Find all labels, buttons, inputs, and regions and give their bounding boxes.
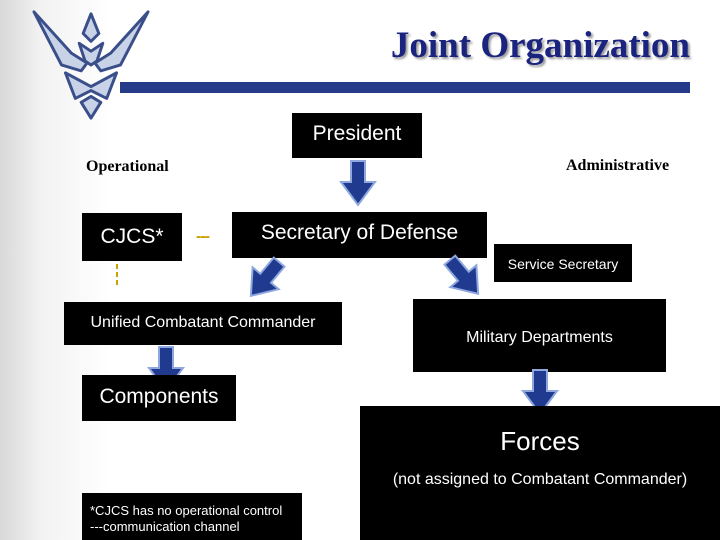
secretary-of-defense-box: Secretary of Defense (232, 212, 487, 258)
communication-channel-link: --- (196, 228, 210, 245)
communication-channel-vertical (116, 264, 118, 286)
forces-note: (not assigned to Combatant Commander) (392, 471, 688, 488)
arrow-down-icon (249, 256, 286, 298)
cjcs-box: CJCS* (82, 213, 182, 261)
forces-box: Forces (not assigned to Combatant Comman… (360, 406, 720, 540)
operational-label: Operational (86, 158, 169, 175)
footnote-line-1: *CJCS has no operational control (90, 503, 283, 518)
service-secretary-box: Service Secretary (494, 244, 632, 282)
footnote-box: *CJCS has no operational control ---comm… (82, 493, 302, 540)
unified-combatant-commander-box: Unified Combatant Commander (64, 302, 342, 345)
president-box: President (292, 113, 422, 158)
footnote-line-2: ---communication channel (90, 519, 240, 534)
page-title: Joint Organization (390, 25, 690, 66)
arrow-down-icon (521, 369, 559, 416)
title-underline (120, 82, 690, 93)
forces-title: Forces (500, 426, 580, 456)
administrative-label: Administrative (566, 157, 670, 174)
arrow-down-icon (339, 160, 377, 207)
arrow-down-icon (443, 254, 480, 296)
components-box: Components (82, 375, 236, 421)
military-departments-box: Military Departments (413, 299, 666, 372)
air-force-emblem-icon (32, 10, 150, 120)
